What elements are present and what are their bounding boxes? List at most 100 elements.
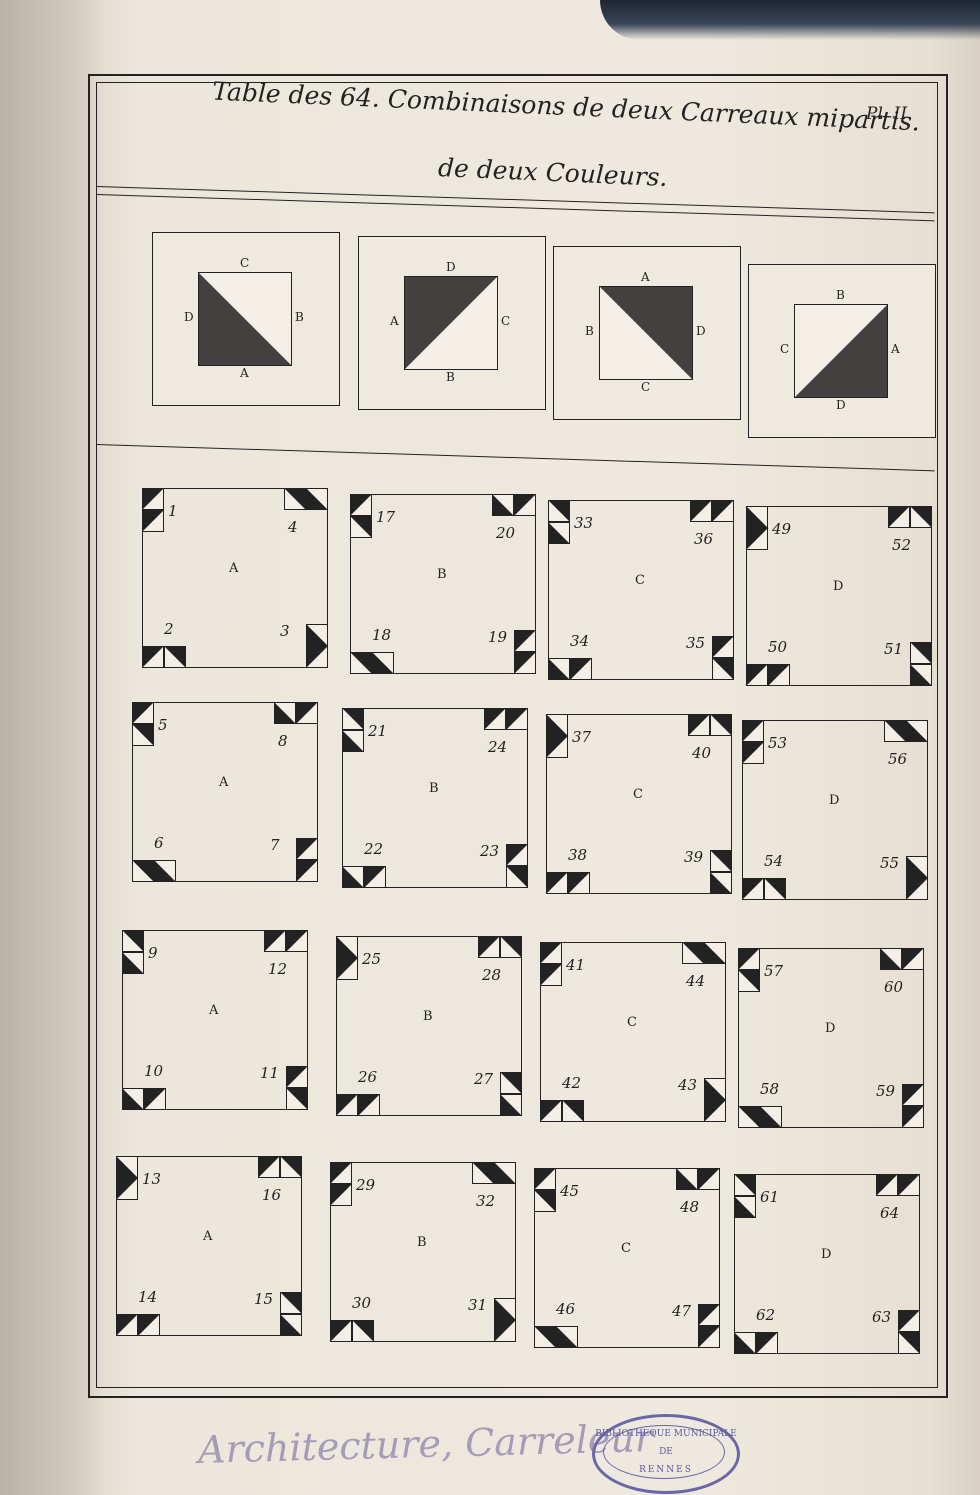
mini-tile-dark-half xyxy=(287,931,307,951)
mini-tile xyxy=(342,708,364,730)
combination-number: 28 xyxy=(482,966,501,984)
mini-tile-dark-half xyxy=(493,495,513,515)
combination-number: 32 xyxy=(476,1192,495,1210)
mini-tile xyxy=(296,838,318,860)
mini-tile-dark-half xyxy=(275,703,295,723)
mini-tile-dark-half xyxy=(549,501,569,521)
mini-tile xyxy=(336,1094,358,1116)
combination-number: 53 xyxy=(768,734,787,752)
combination-number: 29 xyxy=(356,1176,375,1194)
mini-tile xyxy=(132,702,154,724)
combination-number: 31 xyxy=(468,1296,487,1314)
combination-number: 3 xyxy=(280,622,290,640)
combination-number: 2 xyxy=(164,620,174,638)
mini-tile-dark-half xyxy=(343,731,363,751)
combination-number: 15 xyxy=(254,1290,273,1308)
key-side-letter: A xyxy=(641,270,650,284)
panel-letter: C xyxy=(621,1241,631,1256)
mini-tile xyxy=(876,1174,898,1196)
key-side-letter: C xyxy=(501,314,510,328)
mini-tile-dark-half xyxy=(123,953,143,973)
mini-tile-dark-half xyxy=(507,845,527,865)
mini-tile-dark-half xyxy=(885,721,905,741)
key-side-letter: C xyxy=(780,342,789,356)
mini-tile-dark-half xyxy=(903,949,923,969)
combination-number: 14 xyxy=(138,1288,157,1306)
key-side-letter: D xyxy=(696,324,706,338)
mini-tile-dark-half xyxy=(495,1163,515,1183)
mini-tile xyxy=(746,528,768,550)
mini-tile-dark-half xyxy=(359,1095,379,1115)
combination-number: 55 xyxy=(880,854,899,872)
mini-tile xyxy=(746,664,768,686)
mini-tile xyxy=(478,936,500,958)
combination-number: 52 xyxy=(892,536,911,554)
mini-tile-dark-half xyxy=(145,1089,165,1109)
mini-tile xyxy=(534,1168,556,1190)
mini-tile xyxy=(712,636,734,658)
mini-tile xyxy=(116,1156,138,1178)
mini-tile xyxy=(710,850,732,872)
mini-tile-dark-half xyxy=(351,495,371,515)
mini-tile xyxy=(902,948,924,970)
mini-tile xyxy=(548,658,570,680)
mini-tile-dark-half xyxy=(337,1095,357,1115)
mini-tile-dark-half xyxy=(899,1333,919,1353)
mini-tile-dark-half xyxy=(515,631,535,651)
mini-tile xyxy=(734,1174,756,1196)
mini-tile xyxy=(756,1332,778,1354)
mini-tile xyxy=(352,1320,374,1342)
mini-tile-dark-half xyxy=(501,1095,521,1115)
mini-tile xyxy=(280,1292,302,1314)
mini-tile xyxy=(296,860,318,882)
mini-tile-dark-half xyxy=(287,1067,307,1087)
combination-number: 51 xyxy=(884,640,903,658)
mini-tile xyxy=(286,1066,308,1088)
mini-tile xyxy=(144,1088,166,1110)
key-side-letter: B xyxy=(585,324,594,338)
mini-tile-dark-half xyxy=(757,1333,777,1353)
mini-tile xyxy=(500,936,522,958)
combination-number: 12 xyxy=(268,960,287,978)
panel-letter: B xyxy=(423,1009,433,1024)
mini-tile-dark-half xyxy=(535,1191,555,1211)
mini-tile-dark-half xyxy=(331,1321,351,1341)
mini-tile-dark-half xyxy=(711,715,731,735)
mini-tile xyxy=(494,1320,516,1342)
mini-tile xyxy=(264,930,286,952)
combination-number: 57 xyxy=(764,962,783,980)
mini-tile xyxy=(768,664,790,686)
mini-tile-dark-half xyxy=(907,857,927,877)
mini-tile xyxy=(330,1162,352,1184)
mini-tile xyxy=(738,1106,760,1128)
mini-tile xyxy=(138,1314,160,1336)
mini-tile-dark-half xyxy=(515,653,535,673)
mini-tile xyxy=(350,516,372,538)
mini-tile-dark-half xyxy=(739,971,759,991)
panel-letter: B xyxy=(429,781,439,796)
panel-letter: B xyxy=(437,567,447,582)
mini-tile-dark-half xyxy=(297,839,317,859)
combination-number: 1 xyxy=(168,502,178,520)
combination-number: 42 xyxy=(562,1074,581,1092)
combination-number: 64 xyxy=(880,1204,899,1222)
mini-tile xyxy=(286,1088,308,1110)
mini-tile-dark-half xyxy=(501,1073,521,1093)
combination-number: 24 xyxy=(488,738,507,756)
mini-tile xyxy=(742,878,764,900)
panel-letter: C xyxy=(627,1015,637,1030)
mini-tile xyxy=(372,652,394,674)
mini-tile xyxy=(734,1332,756,1354)
mini-tile-dark-half xyxy=(711,851,731,871)
mini-tile-dark-half xyxy=(473,1163,493,1183)
mini-tile-dark-half xyxy=(307,625,327,645)
mini-tile-dark-half xyxy=(165,647,185,667)
mini-tile xyxy=(902,1084,924,1106)
mini-tile-dark-half xyxy=(713,659,733,679)
combination-number: 30 xyxy=(352,1294,371,1312)
mini-tile-dark-half xyxy=(485,709,505,729)
mini-tile xyxy=(506,844,528,866)
mini-tile xyxy=(284,488,306,510)
combination-number: 45 xyxy=(560,1182,579,1200)
